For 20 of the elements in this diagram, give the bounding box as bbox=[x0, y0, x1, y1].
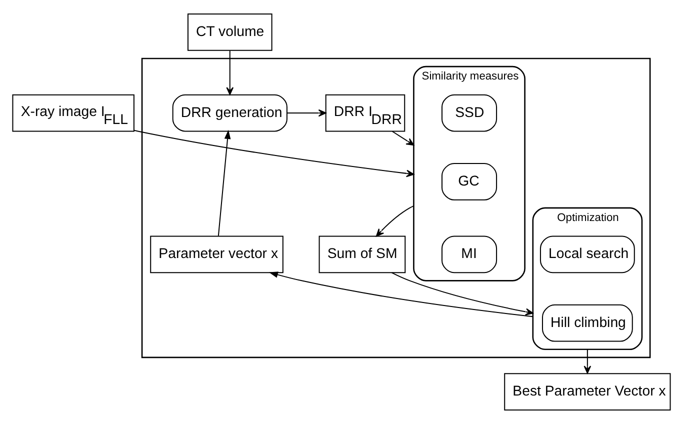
arrow bbox=[376, 205, 414, 237]
node-box: Best Parameter Vector x bbox=[504, 373, 671, 410]
node-box: Sum of SM bbox=[318, 236, 406, 274]
node-box: Hill climbing bbox=[542, 304, 633, 342]
node-box: GC bbox=[442, 163, 498, 200]
node-box: CT volume bbox=[187, 14, 272, 51]
node-box: MI bbox=[442, 236, 498, 274]
arrow bbox=[226, 50, 234, 96]
node-box: SSD bbox=[442, 94, 498, 132]
cluster bbox=[141, 58, 651, 358]
node-box: Local search bbox=[540, 236, 635, 274]
node-box: Parameter vector x bbox=[150, 236, 284, 274]
arrow bbox=[134, 130, 414, 178]
arrow bbox=[584, 349, 592, 374]
node-box: DRR generation bbox=[172, 94, 288, 132]
arrow bbox=[392, 130, 414, 146]
arrow bbox=[268, 272, 533, 318]
arrow bbox=[392, 272, 534, 316]
arrow bbox=[218, 130, 231, 236]
arrow bbox=[287, 109, 326, 117]
